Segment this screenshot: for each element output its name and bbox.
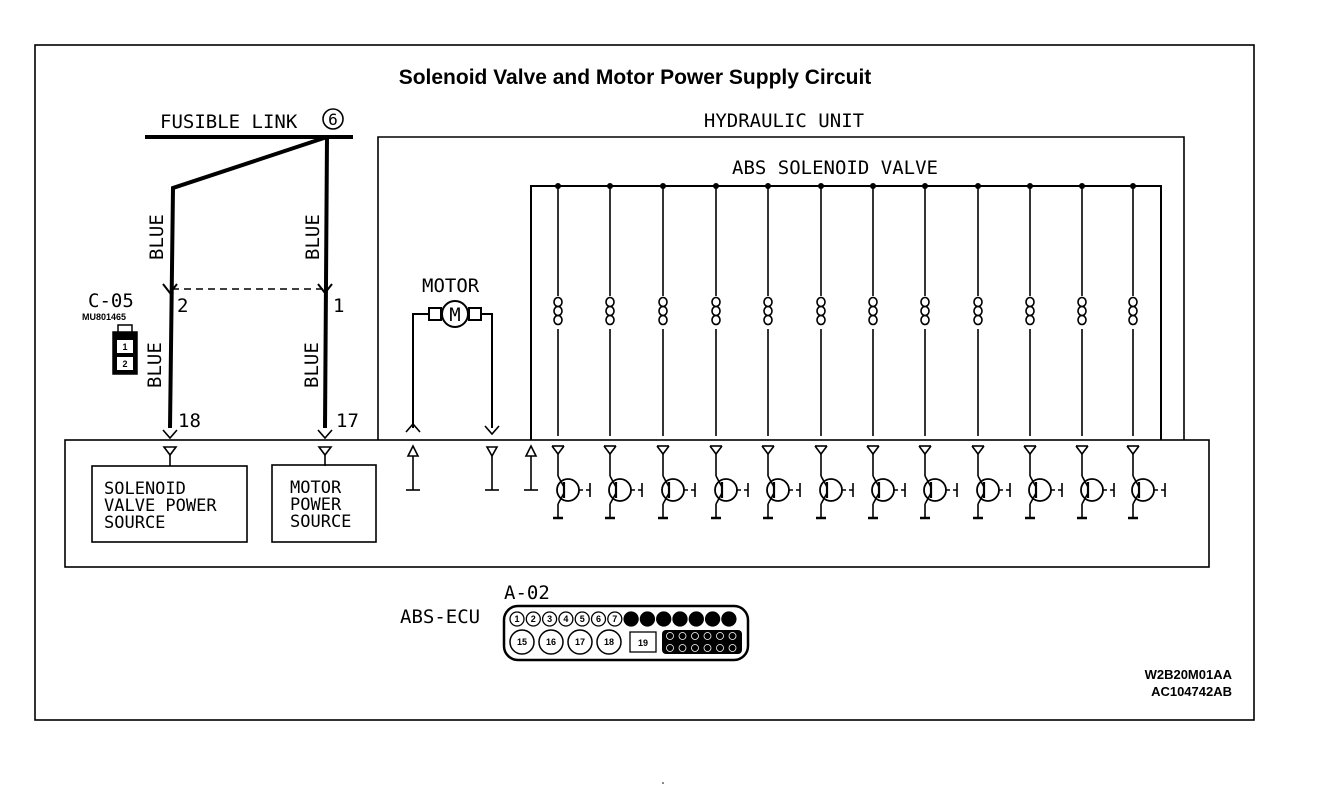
a02-top-pin-label: 5 bbox=[580, 614, 585, 624]
ecu-pin-arrows bbox=[162, 429, 333, 466]
drawing-code-1: W2B20M01AA bbox=[1145, 667, 1233, 682]
motor-symbol: MOTOR M bbox=[405, 275, 500, 491]
c05-pin-right: 1 bbox=[333, 295, 344, 317]
a02-bottom-pin bbox=[538, 629, 564, 655]
wire-color-left-upper: BLUE bbox=[146, 214, 168, 260]
a02-top-pin-label: 14 bbox=[724, 614, 734, 624]
solenoid-channel bbox=[603, 183, 643, 520]
a02-bottom-pin-label: 15 bbox=[517, 637, 527, 647]
solenoid-channel bbox=[814, 183, 854, 520]
a02-top-pin-label: 12 bbox=[691, 614, 701, 624]
solenoid-channel bbox=[1075, 183, 1115, 520]
a02-pin-block bbox=[662, 630, 742, 654]
svg-text:SOURCE: SOURCE bbox=[290, 512, 351, 532]
a02-top-pin-label: 7 bbox=[612, 614, 617, 624]
wire-color-right-upper: BLUE bbox=[302, 214, 324, 260]
a02-top-pin bbox=[541, 611, 558, 627]
a02-top-pin-label: 9 bbox=[645, 614, 650, 624]
drawing-code-2: AC104742AB bbox=[1151, 684, 1232, 699]
a02-top-pin bbox=[574, 611, 590, 627]
svg-text:MOTOR: MOTOR bbox=[290, 478, 342, 498]
fusible-link: FUSIBLE LINK 6 bbox=[145, 108, 353, 139]
a02-top-pin-label: 11 bbox=[675, 614, 685, 624]
a02-top-pin bbox=[607, 611, 623, 627]
a02-top-pin-label: 3 bbox=[547, 614, 552, 624]
svg-text:SOLENOID: SOLENOID bbox=[104, 479, 186, 499]
a02-top-pin bbox=[704, 611, 721, 627]
a02-top-pin-label: 2 bbox=[531, 614, 536, 624]
a02-top-pin-label: 10 bbox=[659, 614, 669, 624]
c05-id: C-05 bbox=[88, 290, 134, 312]
svg-text:M: M bbox=[449, 304, 460, 326]
outer-frame bbox=[34, 44, 1255, 721]
ecu-pin-solenoid: 18 bbox=[178, 410, 201, 432]
a02-top-pin bbox=[672, 611, 688, 627]
hydraulic-unit-frame bbox=[377, 136, 1185, 440]
svg-text:SOURCE: SOURCE bbox=[104, 513, 165, 533]
solenoid-channel bbox=[866, 183, 906, 520]
a02-ecu-label: ABS-ECU bbox=[400, 606, 480, 628]
a02-top-pin-label: 4 bbox=[563, 614, 568, 624]
svg-text:2: 2 bbox=[122, 359, 127, 369]
svg-text:VALVE POWER: VALVE POWER bbox=[104, 496, 217, 516]
solenoid-channel bbox=[709, 183, 749, 520]
c05-connector-icon: 1 2 bbox=[112, 324, 138, 375]
solenoid-channels bbox=[551, 183, 1166, 520]
a02-top-pin-label: 8 bbox=[629, 614, 634, 624]
a02-top-pin bbox=[688, 611, 704, 627]
a02-bottom-pin bbox=[567, 629, 593, 655]
solenoid-channel bbox=[1126, 183, 1166, 520]
c05-pin-left: 2 bbox=[177, 295, 188, 317]
wire-color-right-lower: BLUE bbox=[301, 342, 323, 388]
a02-top-pin bbox=[656, 611, 672, 627]
diagram-title: Solenoid Valve and Motor Power Supply Ci… bbox=[399, 66, 872, 89]
c05-part: MU801465 bbox=[82, 312, 126, 322]
wire-solenoid-feed bbox=[168, 135, 328, 429]
a02-bottom-pin-label: 17 bbox=[575, 637, 585, 647]
wire-motor-feed bbox=[323, 136, 329, 429]
a02-top-pin bbox=[639, 611, 656, 627]
a02-bottom-pin bbox=[509, 629, 535, 655]
a02-bottom-pin bbox=[629, 631, 657, 653]
a02-bottom-pin-label: 18 bbox=[604, 637, 614, 647]
solenoid-channel bbox=[918, 183, 958, 520]
fusible-link-number-circle bbox=[322, 108, 344, 130]
solenoid-channel bbox=[551, 183, 591, 520]
solenoid-bus bbox=[524, 185, 1162, 491]
solenoid-valve-label: ABS SOLENOID VALVE bbox=[732, 157, 938, 179]
fusible-link-label: FUSIBLE LINK bbox=[160, 111, 298, 133]
a02-bottom-pin-label: 16 bbox=[546, 637, 556, 647]
a02-top-pin bbox=[721, 611, 737, 627]
a02-top-pin-label: 6 bbox=[596, 614, 601, 624]
a02-top-pin bbox=[525, 611, 541, 627]
solenoid-channel bbox=[1023, 183, 1063, 520]
connector-c05-markers bbox=[162, 283, 333, 295]
svg-text:POWER: POWER bbox=[290, 495, 342, 515]
ecu-pin-motor: 17 bbox=[336, 410, 359, 432]
scan-dot bbox=[662, 782, 664, 784]
solenoid-channel bbox=[761, 183, 801, 520]
solenoid-channel bbox=[971, 183, 1011, 520]
a02-bottom-pin-label: 19 bbox=[638, 638, 648, 648]
a02-id: A-02 bbox=[504, 582, 550, 604]
motor-power-source-box: MOTOR POWER SOURCE bbox=[271, 464, 377, 543]
wire-color-left-lower: BLUE bbox=[144, 342, 166, 388]
a02-top-pin-label: 1 bbox=[514, 614, 519, 624]
a02-bottom-pin bbox=[596, 629, 622, 655]
a02-top-pin bbox=[623, 611, 639, 627]
fusible-link-number: 6 bbox=[328, 110, 338, 129]
a02-top-pin bbox=[558, 611, 574, 627]
svg-text:1: 1 bbox=[122, 342, 127, 352]
a02-top-pin bbox=[590, 611, 607, 627]
abs-ecu-box bbox=[64, 439, 1210, 568]
hydraulic-unit-label: HYDRAULIC UNIT bbox=[704, 110, 864, 132]
solenoid-channel bbox=[656, 183, 696, 520]
svg-text:MOTOR: MOTOR bbox=[422, 275, 480, 297]
a02-top-pin-label: 13 bbox=[708, 614, 718, 624]
solenoid-power-source-box: SOLENOID VALVE POWER SOURCE bbox=[91, 465, 248, 543]
a02-top-pin bbox=[509, 611, 525, 627]
